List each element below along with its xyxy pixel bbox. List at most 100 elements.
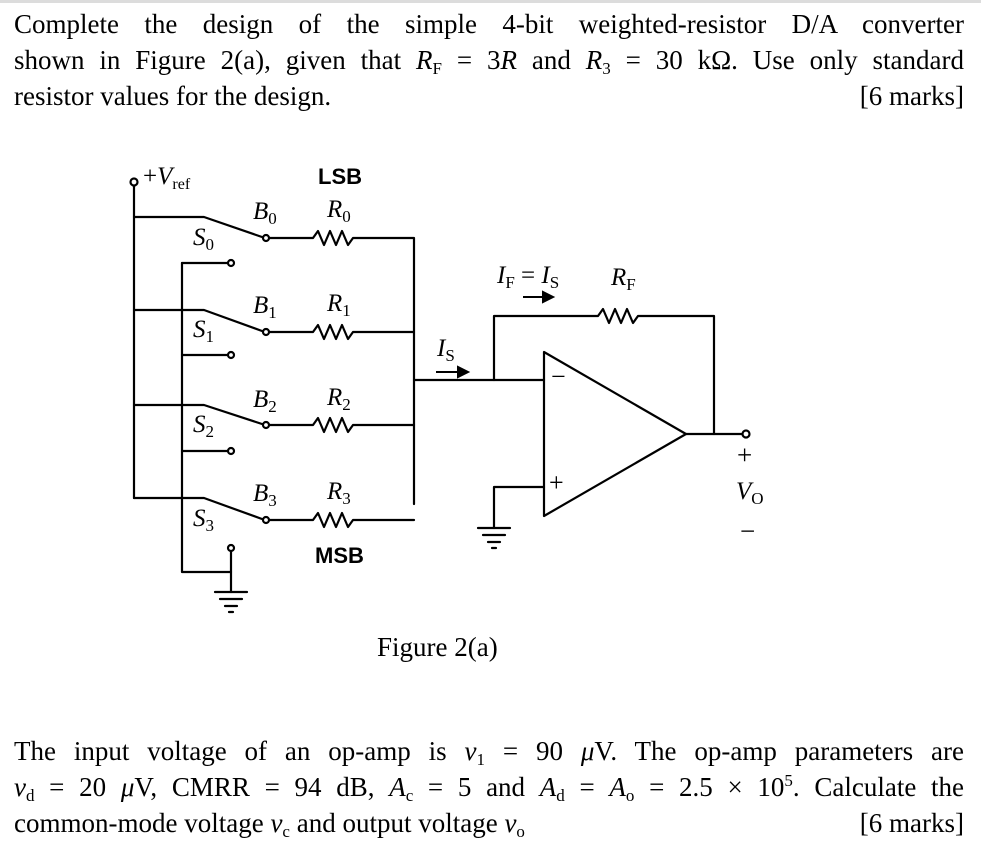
- vo-subscript: O: [751, 489, 764, 508]
- exponent: 5: [784, 771, 793, 790]
- is-symbol: I: [437, 335, 446, 362]
- rf-label: RF: [611, 264, 636, 293]
- equals-sign: =: [514, 262, 542, 289]
- rf-symbol: R: [415, 45, 433, 75]
- s-subscript: 0: [205, 235, 215, 254]
- s-subscript: 1: [205, 327, 215, 346]
- output-minus: −: [740, 516, 756, 546]
- feedback-wire: [492, 307, 716, 436]
- mu-symbol: μ: [120, 772, 135, 802]
- r-symbol: R: [327, 478, 343, 505]
- b-subscript: 0: [268, 209, 277, 228]
- resistor-label-r0: R0: [327, 196, 351, 226]
- switch-1-contact-bottom: [226, 350, 236, 360]
- ao-subscript: o: [625, 786, 635, 805]
- q2-marks: [6 marks]: [859, 808, 964, 838]
- vd-symbol: v: [14, 772, 26, 802]
- v1-symbol: v: [464, 736, 477, 766]
- v1-subscript: 1: [476, 750, 485, 769]
- resistor-label-r3: R3: [327, 478, 351, 508]
- top-divider: [0, 0, 981, 3]
- rf-subscript: F: [432, 59, 442, 78]
- noninverting-wire: [492, 485, 546, 530]
- q2-text: V. The op-amp parameters are: [594, 736, 964, 766]
- q1-line-3: resistor values for the design.[6 marks]: [14, 78, 964, 114]
- r3-subscript: 3: [602, 59, 611, 78]
- question-1-text: Complete the design of the simple 4-bit …: [14, 6, 964, 114]
- r-subscript: 1: [342, 301, 351, 320]
- vref-subscript: ref: [172, 176, 191, 193]
- op-amp-triangle: [542, 350, 688, 518]
- s-subscript: 3: [205, 516, 215, 535]
- question-2-text: The input voltage of an op-amp is v1 = 9…: [14, 733, 964, 841]
- vref-plus: +: [143, 163, 158, 190]
- q2-text: = 5 and: [413, 772, 540, 802]
- r3-symbol: R: [585, 45, 603, 75]
- b-symbol: B: [253, 480, 269, 507]
- q1-text: shown in Figure 2(a), given that: [14, 45, 416, 75]
- vo-subscript: o: [516, 822, 525, 841]
- bit-label-b0: B0: [253, 198, 277, 228]
- is-subscript: S: [445, 346, 455, 365]
- bit-label-b3: B3: [253, 480, 277, 510]
- rf-symbol: R: [611, 264, 627, 291]
- vo-symbol: V: [736, 478, 752, 505]
- switch-label-s1: S1: [193, 316, 215, 346]
- vd-subscript: d: [25, 786, 35, 805]
- q1-text: and: [516, 45, 586, 75]
- q2-text: = 20: [34, 772, 121, 802]
- q2-text: and output voltage: [289, 808, 505, 838]
- vc-subscript: c: [282, 822, 290, 841]
- branch-1-vref-wire: [132, 308, 264, 333]
- left-ground-symbol: [213, 590, 249, 614]
- output-terminal: [741, 429, 751, 439]
- resistor-0-wire: [267, 229, 416, 506]
- q2-line-3: common-mode voltage vc and output voltag…: [14, 805, 964, 841]
- s-symbol: S: [193, 224, 206, 251]
- mu-symbol: μ: [580, 736, 595, 766]
- is-symbol: I: [541, 262, 550, 289]
- r-subscript: 0: [342, 207, 351, 226]
- is-subscript: S: [549, 273, 560, 292]
- output-plus: +: [737, 440, 753, 470]
- switch-2-contact-bottom: [226, 446, 236, 456]
- switch-label-s2: S2: [193, 411, 214, 440]
- resistor-2-wire: [267, 416, 416, 434]
- q2-text: common-mode voltage: [14, 808, 271, 838]
- q1-text: = 30 kΩ. Use only standard: [610, 45, 964, 75]
- b-subscript: 3: [268, 491, 277, 510]
- is-label: IS: [437, 335, 455, 365]
- resistor-label-r2: R2: [327, 384, 351, 414]
- if-arrow-head: [542, 290, 556, 304]
- is-arrow-head: [457, 365, 471, 379]
- q1-marks: [6 marks]: [859, 81, 964, 111]
- b-subscript: 1: [268, 303, 277, 322]
- q1-line-1: Complete the design of the simple 4-bit …: [14, 9, 964, 39]
- q1-text: = 3: [441, 45, 501, 75]
- b-subscript: 2: [268, 397, 277, 416]
- vref-symbol: V: [157, 163, 173, 190]
- r-symbol: R: [327, 290, 343, 317]
- r-subscript: 2: [342, 395, 351, 414]
- ad-subscript: d: [556, 786, 565, 805]
- q2-text: The input voltage of an op-amp is: [14, 736, 465, 766]
- b-symbol: B: [253, 292, 269, 319]
- vref-label: +Vref: [143, 163, 191, 193]
- q1-line-2: shown in Figure 2(a), given that RF = 3R…: [14, 42, 964, 78]
- q2-text: . Calculate the: [792, 772, 964, 802]
- noninverting-input-sign: +: [549, 468, 564, 497]
- ad-symbol: A: [539, 772, 557, 802]
- switch-0-contact-bottom: [226, 258, 236, 268]
- if-equals-is-label: IF = IS: [497, 262, 560, 292]
- r-subscript: 3: [342, 489, 351, 508]
- switch-label-s3: S3: [193, 505, 215, 535]
- ac-symbol: A: [389, 772, 406, 802]
- q2-line-2: vd = 20 μV, CMRR = 94 dB, Ac = 5 and Ad …: [14, 769, 964, 805]
- bit-label-b1: B1: [253, 292, 277, 322]
- q2-text: V, CMRR = 94 dB,: [134, 772, 390, 802]
- branch-3-vref-wire: [132, 496, 264, 521]
- msb-label: MSB: [315, 543, 364, 568]
- b-symbol: B: [253, 198, 269, 225]
